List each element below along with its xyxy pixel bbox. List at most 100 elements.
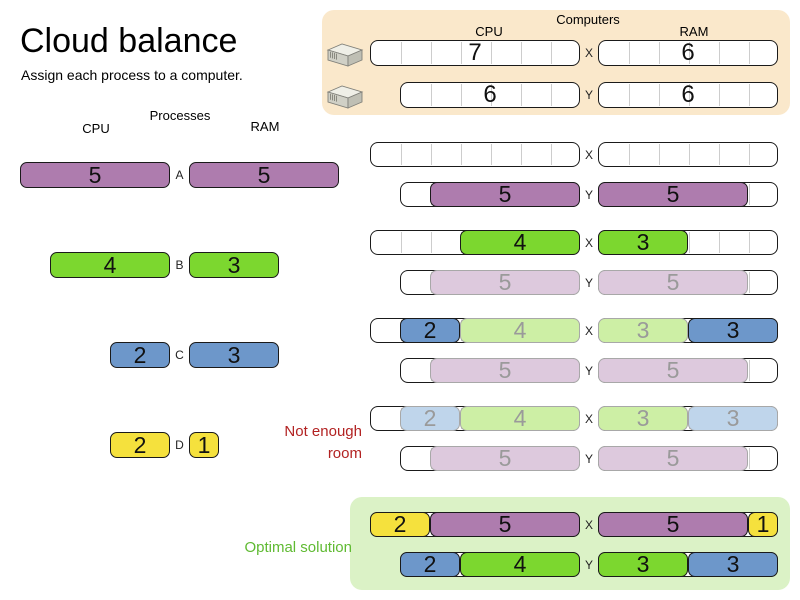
step-5-Y-ram-block-B: 3 xyxy=(598,551,688,577)
unit-tick xyxy=(460,42,462,64)
step-5-Y-ram-block-C: 3 xyxy=(688,551,778,577)
computer-icon xyxy=(326,85,364,109)
computer-X-cpu-capacity-bar: 7 xyxy=(370,39,580,66)
step-1-computer-X-ram-bar xyxy=(598,142,778,167)
step-5-Y-cpu-block-C: 2 xyxy=(400,551,460,577)
step-4-X-cpu-block-B: 4 xyxy=(460,405,580,431)
step-3-X-cpu-block-C: 2 xyxy=(400,317,460,343)
unit-tick xyxy=(628,84,630,106)
unit-tick xyxy=(748,360,750,381)
unit-tick xyxy=(490,144,492,165)
computer-Y-ram-capacity-value: 6 xyxy=(681,81,695,108)
unit-tick xyxy=(748,448,750,469)
step-2-Y-ram-block-A: 5 xyxy=(598,269,748,295)
unit-tick xyxy=(748,42,750,64)
unit-tick xyxy=(400,232,402,253)
step-5-X-cpu-block-D: 2 xyxy=(370,511,430,537)
process-D-ram-block: 1 xyxy=(189,432,219,458)
computer-Y-cpu-capacity-value: 6 xyxy=(483,81,497,108)
step-4-X-ram-block-C: 3 xyxy=(688,405,778,431)
step-3-X-ram-block-B: 3 xyxy=(598,317,688,343)
unit-tick xyxy=(400,42,402,64)
process-D-cpu-block: 2 xyxy=(110,432,170,458)
unit-tick xyxy=(748,232,750,253)
step-2-Y-cpu-block-A: 5 xyxy=(430,269,580,295)
step-1-computer-Y-label: Y xyxy=(584,187,593,202)
step-5-computer-Y-label: Y xyxy=(584,557,593,572)
step-4-computer-Y-label: Y xyxy=(584,451,593,466)
step-5-Y-cpu-block-B: 4 xyxy=(460,551,580,577)
step-4-computer-X-label: X xyxy=(584,411,593,426)
computers-ram-label: RAM xyxy=(679,24,709,39)
step-3-Y-cpu-block-A: 5 xyxy=(430,357,580,383)
processes-ram-label: RAM xyxy=(250,119,280,134)
unit-tick xyxy=(748,84,750,106)
unit-tick xyxy=(688,144,690,165)
step-2-X-cpu-block-B: 4 xyxy=(460,229,580,255)
unit-tick xyxy=(430,144,432,165)
step-1-Y-cpu-block-A: 5 xyxy=(430,181,580,207)
unit-tick xyxy=(628,144,630,165)
computer-X-ram-capacity-bar: 6 xyxy=(598,39,778,66)
unit-tick xyxy=(520,42,522,64)
unit-tick xyxy=(718,42,720,64)
step-3-X-ram-block-C: 3 xyxy=(688,317,778,343)
computer-Y-ram-capacity-bar: 6 xyxy=(598,81,778,108)
unit-tick xyxy=(460,84,462,106)
not-enough-room-note: Not enough room xyxy=(284,423,362,462)
processes-cpu-label: CPU xyxy=(82,121,110,136)
step-5-X-ram-block-A: 5 xyxy=(598,511,748,537)
step-3-computer-Y-label: Y xyxy=(584,363,593,378)
step-4-Y-cpu-block-A: 5 xyxy=(430,445,580,471)
step-3-Y-ram-block-A: 5 xyxy=(598,357,748,383)
step-1-computer-X-label: X xyxy=(584,147,593,162)
unit-tick xyxy=(520,144,522,165)
unit-tick xyxy=(658,84,660,106)
page-title: Cloud balance xyxy=(20,22,238,60)
unit-tick xyxy=(658,42,660,64)
unit-tick xyxy=(718,144,720,165)
step-5-X-ram-block-D: 1 xyxy=(748,511,778,537)
unit-tick xyxy=(550,144,552,165)
process-A-ram-block: 5 xyxy=(189,162,339,188)
unit-tick xyxy=(400,144,402,165)
computers-header: Computers xyxy=(556,12,620,27)
step-5-X-cpu-block-A: 5 xyxy=(430,511,580,537)
computer-icon xyxy=(326,43,364,67)
process-A-label: A xyxy=(175,168,184,182)
computer-Y-label: Y xyxy=(584,88,593,102)
unit-tick xyxy=(490,84,492,106)
unit-tick xyxy=(718,232,720,253)
unit-tick xyxy=(748,144,750,165)
process-C-label: C xyxy=(175,348,184,362)
computer-X-cpu-capacity-value: 7 xyxy=(468,39,482,66)
unit-tick xyxy=(628,42,630,64)
step-2-computer-Y-label: Y xyxy=(584,275,593,290)
unit-tick xyxy=(460,144,462,165)
unit-tick xyxy=(490,42,492,64)
unit-tick xyxy=(550,84,552,106)
process-B-ram-block: 3 xyxy=(189,252,279,278)
process-D-label: D xyxy=(175,438,184,452)
unit-tick xyxy=(688,232,690,253)
unit-tick xyxy=(748,184,750,205)
process-A-cpu-block: 5 xyxy=(20,162,170,188)
page-subtitle: Assign each process to a computer. xyxy=(21,67,243,83)
processes-header: Processes xyxy=(149,108,211,123)
computers-cpu-label: CPU xyxy=(475,24,503,39)
optimal-solution-label: Optimal solution xyxy=(244,539,352,556)
step-3-X-cpu-block-B: 4 xyxy=(460,317,580,343)
step-2-X-ram-block-B: 3 xyxy=(598,229,688,255)
process-C-ram-block: 3 xyxy=(189,342,279,368)
step-4-X-ram-block-B: 3 xyxy=(598,405,688,431)
unit-tick xyxy=(658,144,660,165)
unit-tick xyxy=(550,42,552,64)
unit-tick xyxy=(718,84,720,106)
process-B-label: B xyxy=(175,258,184,272)
step-2-computer-X-label: X xyxy=(584,235,593,250)
computer-X-ram-capacity-value: 6 xyxy=(681,39,695,66)
step-4-X-cpu-block-C: 2 xyxy=(400,405,460,431)
step-3-computer-X-label: X xyxy=(584,323,593,338)
